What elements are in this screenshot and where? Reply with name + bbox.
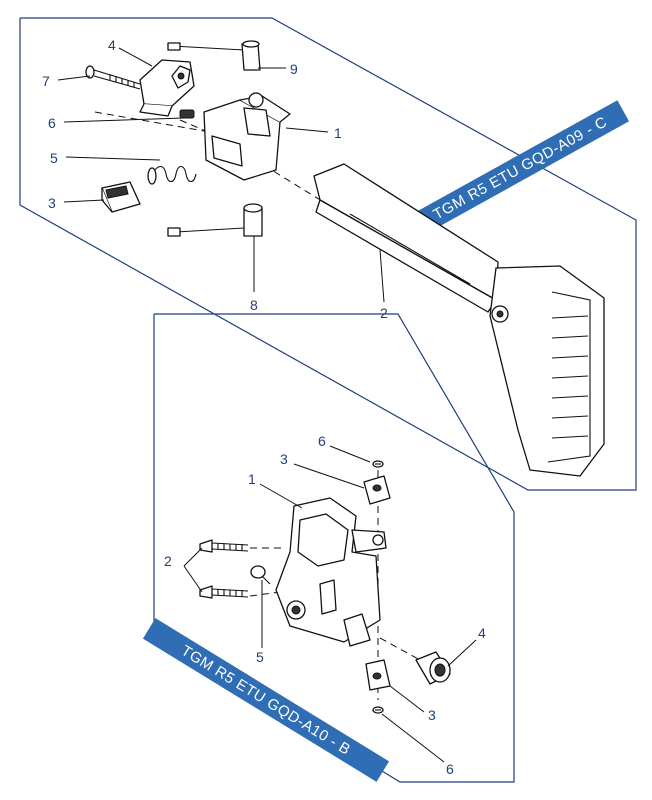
part-6-bottom-screw — [372, 706, 384, 714]
part-4-latch-plate — [139, 59, 195, 117]
callout-d2-4: 4 — [478, 625, 486, 641]
part-7-screw — [85, 65, 141, 90]
leader-d2-6-top — [329, 445, 371, 463]
callout-d2-5: 5 — [256, 649, 264, 665]
part-2-folding-stock — [313, 163, 605, 477]
callout-2: 2 — [380, 305, 388, 321]
callout-d2-6-bottom: 6 — [446, 761, 454, 777]
leader-7 — [57, 75, 91, 81]
leader-4 — [118, 47, 153, 67]
leader-6 — [63, 117, 185, 123]
leader-1 — [285, 127, 329, 133]
part-8-pin — [167, 203, 263, 237]
callout-3: 3 — [48, 195, 56, 211]
leader-3 — [63, 199, 105, 203]
callout-8: 8 — [250, 297, 258, 313]
part-3-button-cap — [101, 181, 141, 213]
leader-5 — [65, 156, 161, 161]
diagram-2-parts: 6 3 1 2 5 4 3 6 — [164, 433, 486, 777]
callout-5: 5 — [50, 150, 58, 166]
leader-d2-2 — [183, 547, 203, 593]
part-1-housing — [275, 497, 387, 647]
callout-4: 4 — [108, 37, 116, 53]
callout-d2-6-top: 6 — [318, 433, 326, 449]
part-9-pin — [167, 40, 261, 71]
diagram-1-parts: 4 9 7 6 1 5 3 8 2 — [42, 37, 605, 477]
diagram-1-band: TGM R5 ETU GQD-A09 - C — [410, 100, 630, 236]
callout-d2-2: 2 — [164, 553, 172, 569]
callout-d2-1: 1 — [248, 471, 256, 487]
part-3-bottom-clip — [365, 659, 391, 691]
leader-d2-3-bottom — [389, 685, 425, 713]
diagram-1-band-background — [410, 100, 630, 236]
part-4-bushing — [415, 651, 451, 685]
diagram-2-band-background — [142, 618, 390, 782]
callout-1: 1 — [334, 125, 342, 141]
assembly-axis-5 — [249, 591, 281, 597]
leader-2 — [379, 249, 385, 303]
diagram-2-band-label: TGM R5 ETU GQD-A10 - B — [178, 642, 353, 758]
part-5-spring — [147, 165, 197, 185]
part-1-block — [203, 92, 291, 181]
assembly-axis-1 — [94, 111, 331, 207]
callout-9: 9 — [290, 61, 298, 77]
leader-d2-1 — [259, 483, 303, 509]
callout-6: 6 — [48, 115, 56, 131]
leader-d2-4 — [447, 639, 477, 667]
leader-d2-6-bottom — [381, 713, 445, 763]
part-6-top-screw — [372, 460, 384, 468]
part-5-small-screw — [250, 565, 271, 585]
part-6-small-screw — [179, 109, 195, 119]
diagram-1-band-label: TGM R5 ETU GQD-A09 - C — [430, 113, 610, 223]
assembly-axis-6 — [379, 637, 421, 661]
part-3-top-clip — [363, 475, 391, 505]
leader-d2-3-top — [293, 463, 365, 489]
callout-7: 7 — [42, 73, 50, 89]
callout-d2-3-top: 3 — [280, 451, 288, 467]
part-2-long-screws — [199, 539, 249, 599]
callout-d2-3-bottom: 3 — [428, 707, 436, 723]
